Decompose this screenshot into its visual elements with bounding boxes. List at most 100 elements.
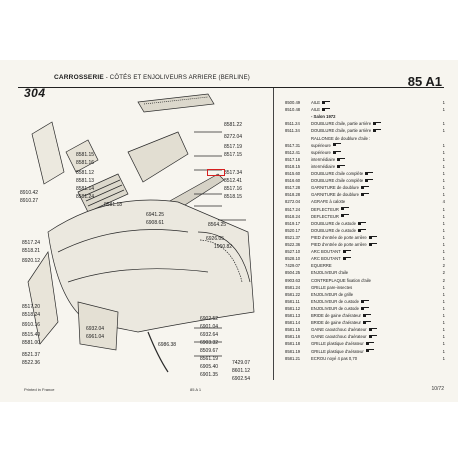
part-code: 8581.11 bbox=[285, 298, 300, 304]
diagram-label: 6905.40 bbox=[200, 364, 218, 370]
side-arrow-icon bbox=[360, 186, 369, 190]
part-code: 8272.04 bbox=[285, 199, 301, 205]
side-arrow-icon bbox=[360, 299, 369, 303]
part-description: DOUBLURE d'aile, partie arrière bbox=[311, 128, 429, 134]
part-quantity: 1 bbox=[442, 149, 445, 155]
part-code: 8581.24 bbox=[285, 284, 301, 290]
part-description-text: DOUBLURE d'aile, partie arrière bbox=[311, 128, 372, 134]
part-description: RALLONGE de doublure d'aile : bbox=[311, 136, 429, 142]
part-quantity: 1 bbox=[442, 100, 445, 105]
part-description: ENJOLIVEUR de custode bbox=[311, 306, 429, 312]
part-code: 8528.10 bbox=[285, 256, 301, 262]
part-code: 8581.15 bbox=[285, 327, 301, 333]
part-description: DOUBLURE d'aile complète bbox=[311, 178, 429, 184]
diagram-label: 6926.05 bbox=[206, 236, 224, 242]
part-description: supérieure bbox=[311, 143, 429, 149]
part-description-text: ENJOLIVEUR de custode bbox=[311, 305, 359, 311]
part-code: 8517.31 bbox=[285, 142, 301, 148]
part-quantity: 2 bbox=[442, 277, 445, 283]
part-description: DOUBLURE de custode bbox=[311, 228, 429, 234]
parts-list-row: RALLONGE de doublure d'aile : bbox=[285, 136, 445, 142]
side-arrow-icon bbox=[357, 221, 366, 225]
side-arrow-icon bbox=[373, 129, 382, 133]
part-code: 8519.17 bbox=[285, 220, 301, 226]
part-quantity: 1 bbox=[442, 355, 445, 361]
part-code: 8511.34 bbox=[285, 128, 300, 134]
part-quantity: 1 bbox=[442, 305, 445, 311]
diagram-label: 6901.35 bbox=[200, 372, 218, 378]
diagram-label: 1960.82 bbox=[214, 244, 232, 250]
part-code: 8517.28 bbox=[285, 185, 301, 191]
grille-strip-shape bbox=[137, 93, 215, 113]
diagram-label: 8601.12 bbox=[232, 368, 250, 374]
part-code: 8581.18 bbox=[285, 341, 301, 347]
diagram-label-highlighted: 8564.25 bbox=[208, 222, 226, 228]
part-description: BRIDE de gaine d'aérateur bbox=[311, 320, 429, 326]
part-description: GRILLE plastique d'aérateur bbox=[311, 341, 429, 347]
part-description-text: - Salon 1972 bbox=[311, 114, 336, 120]
side-arrow-icon bbox=[337, 157, 346, 161]
catalog-page: 304 CARROSSERIE - CÔTÉS ET ENJOLIVEURS A… bbox=[0, 60, 458, 402]
part-quantity: 1 bbox=[442, 121, 445, 127]
part-description: DEFLECTEUR bbox=[311, 214, 429, 220]
part-description: GARNITURE de doublure bbox=[311, 185, 429, 191]
part-code: 8512.41 bbox=[285, 149, 301, 155]
part-quantity: 1 bbox=[442, 256, 445, 262]
part-description: ECROU noyé 4 pas 0,70 bbox=[311, 356, 429, 362]
part-quantity: 1 bbox=[442, 298, 445, 304]
diagram-label: 7429.07 bbox=[232, 360, 250, 366]
diagram-label: 6986.38 bbox=[158, 342, 176, 348]
diagram-label: 8509.67 bbox=[200, 348, 218, 354]
part-code: 8520.17 bbox=[285, 227, 301, 233]
part-description: AILE bbox=[311, 107, 429, 113]
part-description-text: DEFLECTEUR bbox=[311, 206, 339, 212]
part-description: supérieure bbox=[311, 150, 429, 156]
diagram-label: 8515.40 bbox=[22, 332, 40, 338]
side-arrow-icon bbox=[322, 100, 331, 104]
part-description: DEFLECTEUR bbox=[311, 207, 429, 213]
part-code: 8517.24 bbox=[285, 206, 301, 212]
side-arrow-icon bbox=[368, 335, 377, 339]
part-description-text: ENJOLIVEUR de custode bbox=[311, 298, 359, 304]
part-description: GRILLE pare-insectes bbox=[311, 285, 429, 291]
part-description-text: DEFLECTEUR bbox=[311, 213, 339, 219]
diagram-label: 8518.24 bbox=[22, 312, 40, 318]
side-arrow-icon bbox=[368, 235, 377, 239]
part-description-text: BRIDE de gaine d'aérateur bbox=[311, 320, 361, 326]
part-quantity: 1 bbox=[442, 213, 445, 219]
part-description: PIED d'entrée de porte arrière bbox=[311, 242, 429, 248]
part-description: intermédiaire bbox=[311, 157, 429, 163]
custode-trim-shape bbox=[127, 131, 189, 183]
part-quantity: 1 bbox=[442, 220, 445, 226]
part-description-text: GAINE caoutchouc d'aérateur bbox=[311, 334, 367, 340]
footer-ref: 85 A 1 bbox=[190, 387, 202, 392]
diagram-label: 6932.04 bbox=[86, 326, 104, 332]
part-code: 7429.07 bbox=[285, 263, 301, 269]
diagram-label: 8581.18 bbox=[104, 202, 122, 208]
side-arrow-icon bbox=[340, 207, 349, 211]
part-description-text: ECROU noyé 4 pas 0,70 bbox=[311, 355, 358, 361]
side-arrow-icon bbox=[365, 178, 374, 182]
side-arrow-icon bbox=[342, 257, 351, 261]
diagram-label: 6901.04 bbox=[200, 324, 218, 330]
diagram-label: 8581.12 bbox=[76, 170, 94, 176]
part-code: 8510.48 bbox=[285, 107, 301, 113]
side-arrow-icon bbox=[332, 150, 341, 154]
brand-model: 304 bbox=[24, 86, 46, 100]
diagram-label: 8581.24 bbox=[76, 194, 94, 200]
part-description: ENJOLIVEUR de grille bbox=[311, 292, 429, 298]
part-description-text: DOUBLURE d'aile, partie arrière bbox=[311, 121, 372, 127]
diagram-label: 8518.15 bbox=[224, 194, 242, 200]
part-description-text: ENJOLIVEUR de grille bbox=[311, 291, 354, 297]
part-code: 8581.19 bbox=[285, 348, 301, 354]
part-code: 8518.15 bbox=[285, 163, 301, 169]
part-description: DOUBLURE de custode bbox=[311, 221, 429, 227]
part-description-text: BRIDE de gaine d'aérateur bbox=[311, 313, 361, 318]
